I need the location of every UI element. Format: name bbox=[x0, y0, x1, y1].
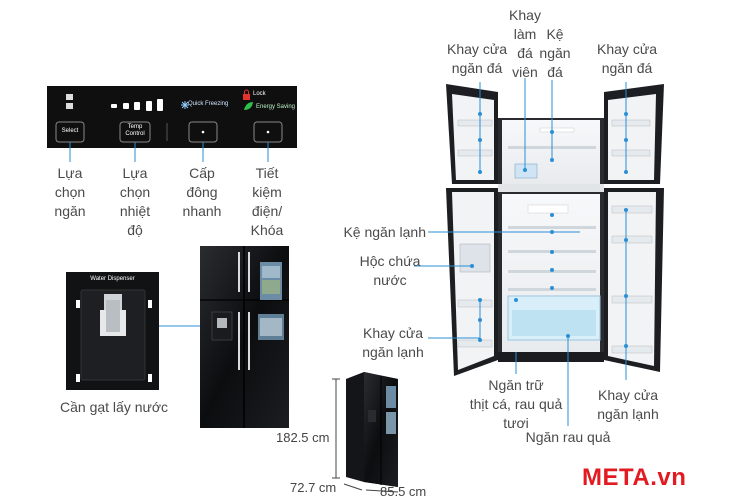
dimension-lines bbox=[332, 378, 399, 493]
energy-saving-label: Energy Saving bbox=[256, 104, 296, 110]
panel-leader-lines bbox=[69, 142, 269, 162]
callout-dispenser-lever: Cần gạt lấy nước bbox=[60, 399, 169, 415]
dispenser-closeup bbox=[66, 272, 159, 390]
dimension-depth: 72.7 cm bbox=[290, 480, 337, 495]
temperature-level-indicator bbox=[111, 99, 163, 111]
lock-label: Lock bbox=[253, 91, 266, 97]
select-button[interactable]: Select bbox=[61, 128, 79, 134]
leader-dots bbox=[470, 112, 628, 348]
callout-fridge-shelf: Kệ ngăn lạnh bbox=[343, 224, 426, 240]
mode-icon-top bbox=[66, 94, 73, 100]
water-dispenser-label: Water Dispenser bbox=[90, 276, 135, 282]
fridge-front bbox=[200, 246, 289, 428]
fridge-open bbox=[446, 84, 664, 376]
callout-veg-drawer: Ngăn rau quả bbox=[525, 429, 611, 445]
lock-icon bbox=[243, 89, 250, 100]
mode-icon-bottom bbox=[66, 103, 73, 109]
dimension-height: 182.5 cm bbox=[276, 430, 330, 445]
dimension-width: 85.5 cm bbox=[380, 484, 427, 499]
fridge-small-angled bbox=[346, 372, 398, 487]
snowflake-icon bbox=[181, 101, 189, 109]
brand-logo: META.vn bbox=[582, 464, 687, 491]
temp-control-button[interactable]: Temp Control bbox=[125, 124, 145, 137]
control-panel bbox=[47, 86, 297, 148]
leaf-icon bbox=[244, 102, 253, 110]
quick-freezing-label: Quick Freezing bbox=[188, 101, 229, 107]
